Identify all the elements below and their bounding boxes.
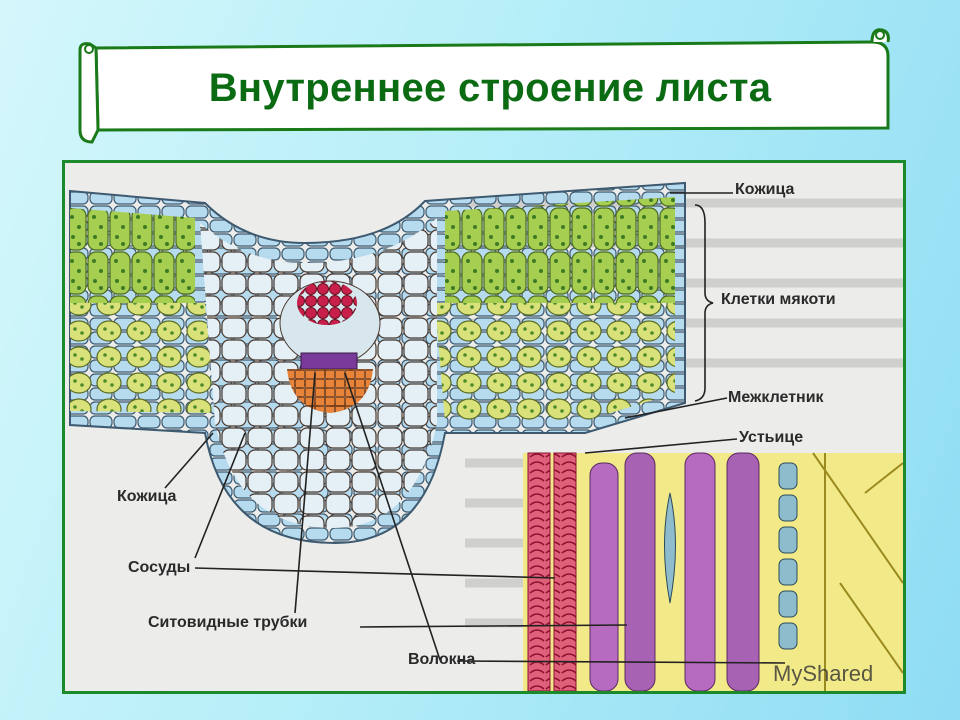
longitudinal-section [523, 452, 903, 691]
label-intercellular-space: Межклетник [728, 389, 824, 406]
label-pulp-cells: Клетки мякоти [721, 291, 836, 308]
label-vessels: Сосуды [128, 559, 191, 576]
slide-title: Внутреннее строение листа [208, 66, 772, 110]
title-scroll-banner [78, 28, 890, 144]
leaf-structure-figure: Кожица Клетки мякоти Межклетник Устьице … [62, 160, 906, 694]
label-stoma: Устьице [739, 429, 804, 446]
label-upper-skin: Кожица [735, 181, 795, 198]
label-fibers: Волокна [408, 651, 476, 668]
label-lower-skin: Кожица [117, 488, 177, 505]
leaf-cross-section-illustration [69, 181, 903, 691]
watermark: MyShared [773, 661, 874, 686]
label-sieve-tubes: Ситовидные трубки [148, 614, 308, 631]
